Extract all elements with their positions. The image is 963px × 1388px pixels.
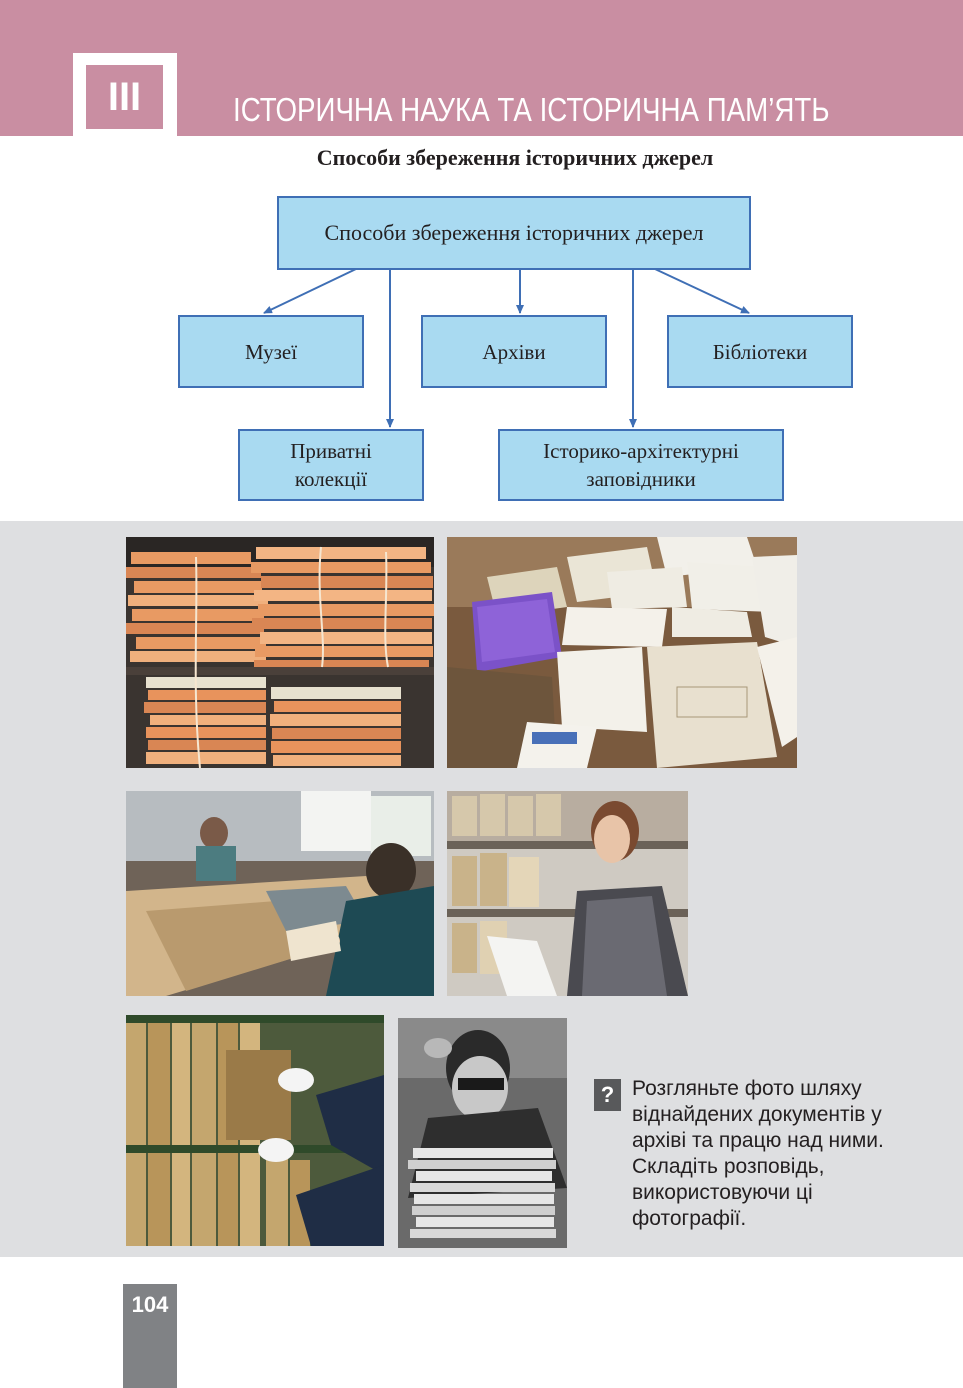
diagram-heading: Способи збереження історичних джерел <box>316 145 714 170</box>
archive-restoration-workers-photo <box>126 791 434 996</box>
question-icon: ? <box>594 1079 621 1111</box>
diagram-node-archives: Архіви <box>421 315 607 388</box>
diagram-root-node: Способи збереження історичних джерел <box>277 196 751 270</box>
diagram-node-private-collections: Приватні колекції <box>238 429 424 501</box>
arrow-to-libraries <box>654 268 750 314</box>
chapter-title: ІСТОРИЧНА НАУКА ТА ІСТОРИЧНА ПАМ’ЯТЬ <box>233 91 830 128</box>
woman-reading-archive-shelves-photo <box>447 791 688 996</box>
page-number-tab: 104 <box>123 1284 177 1388</box>
section-number: III <box>86 65 163 129</box>
gloved-hands-taking-folder-photo <box>126 1015 384 1246</box>
task-text: Розгляньте фото шляху віднайдених докуме… <box>632 1077 884 1230</box>
diagram-node-reserves: Історико-архітектурні заповідники <box>498 429 784 501</box>
page-number: 104 <box>131 1292 169 1317</box>
man-with-paper-stacks-photo <box>398 1018 567 1248</box>
arrow-to-museums <box>263 268 357 314</box>
reserves-label: Історико-архітектурні заповідники <box>543 439 739 491</box>
diagram-node-libraries: Бібліотеки <box>667 315 853 388</box>
stacks-of-archive-folders-photo <box>126 537 434 768</box>
diagram-connectors <box>263 268 750 428</box>
old-documents-on-table-photo <box>447 537 797 768</box>
private-collections-label: Приватні колекції <box>290 439 372 491</box>
diagram-node-museums: Музеї <box>178 315 364 388</box>
section-number-frame: III <box>73 53 177 141</box>
